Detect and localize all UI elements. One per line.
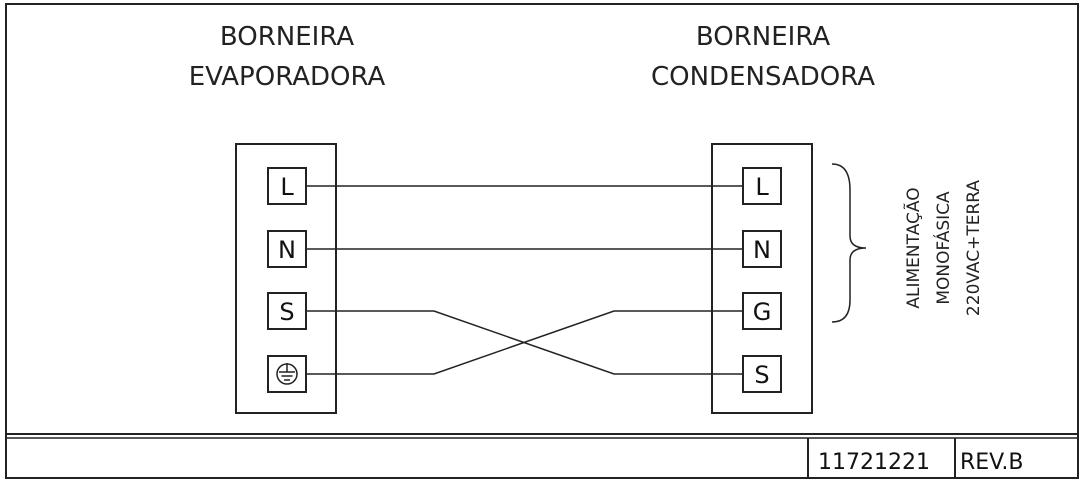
cond-terminal-L-label: L [755, 173, 769, 201]
evaporadora-terminal-block [235, 143, 337, 414]
evap-terminal-S-label: S [279, 298, 294, 326]
cond-terminal-S-label: S [754, 361, 769, 389]
cond-terminal-G: G [742, 292, 782, 330]
evaporadora-title-line1: BORNEIRA [220, 22, 354, 52]
evap-terminal-N-label: N [278, 236, 296, 264]
cond-terminal-L: L [742, 167, 782, 205]
cond-terminal-N-label: N [753, 236, 771, 264]
cond-terminal-S: S [742, 355, 782, 393]
cond-terminal-G-label: G [753, 298, 772, 326]
condensadora-title-line1: BORNEIRA [696, 22, 830, 52]
supply-brace [831, 163, 867, 323]
part-number: 11721221 [818, 450, 930, 475]
revision-label: REV.B [960, 450, 1024, 475]
supply-label-line3: 220VAC+TERRA [964, 180, 984, 316]
evap-terminal-N: N [267, 230, 307, 268]
evap-terminal-earth [267, 355, 307, 393]
earth-ground-icon [276, 363, 298, 385]
evap-terminal-L-label: L [280, 173, 294, 201]
condensadora-title-line2: CONDENSADORA [651, 62, 875, 92]
supply-label-line1: ALIMENTAÇÃO [902, 187, 924, 308]
evap-terminal-L: L [267, 167, 307, 205]
evaporadora-title-line2: EVAPORADORA [189, 62, 386, 92]
cond-terminal-N: N [742, 230, 782, 268]
outer-frame [5, 3, 1079, 479]
evap-terminal-S: S [267, 292, 307, 330]
condensadora-terminal-block [711, 143, 813, 414]
supply-label-line2: MONOFÁSICA [932, 191, 954, 305]
wire-earth-to-G [306, 310, 743, 375]
